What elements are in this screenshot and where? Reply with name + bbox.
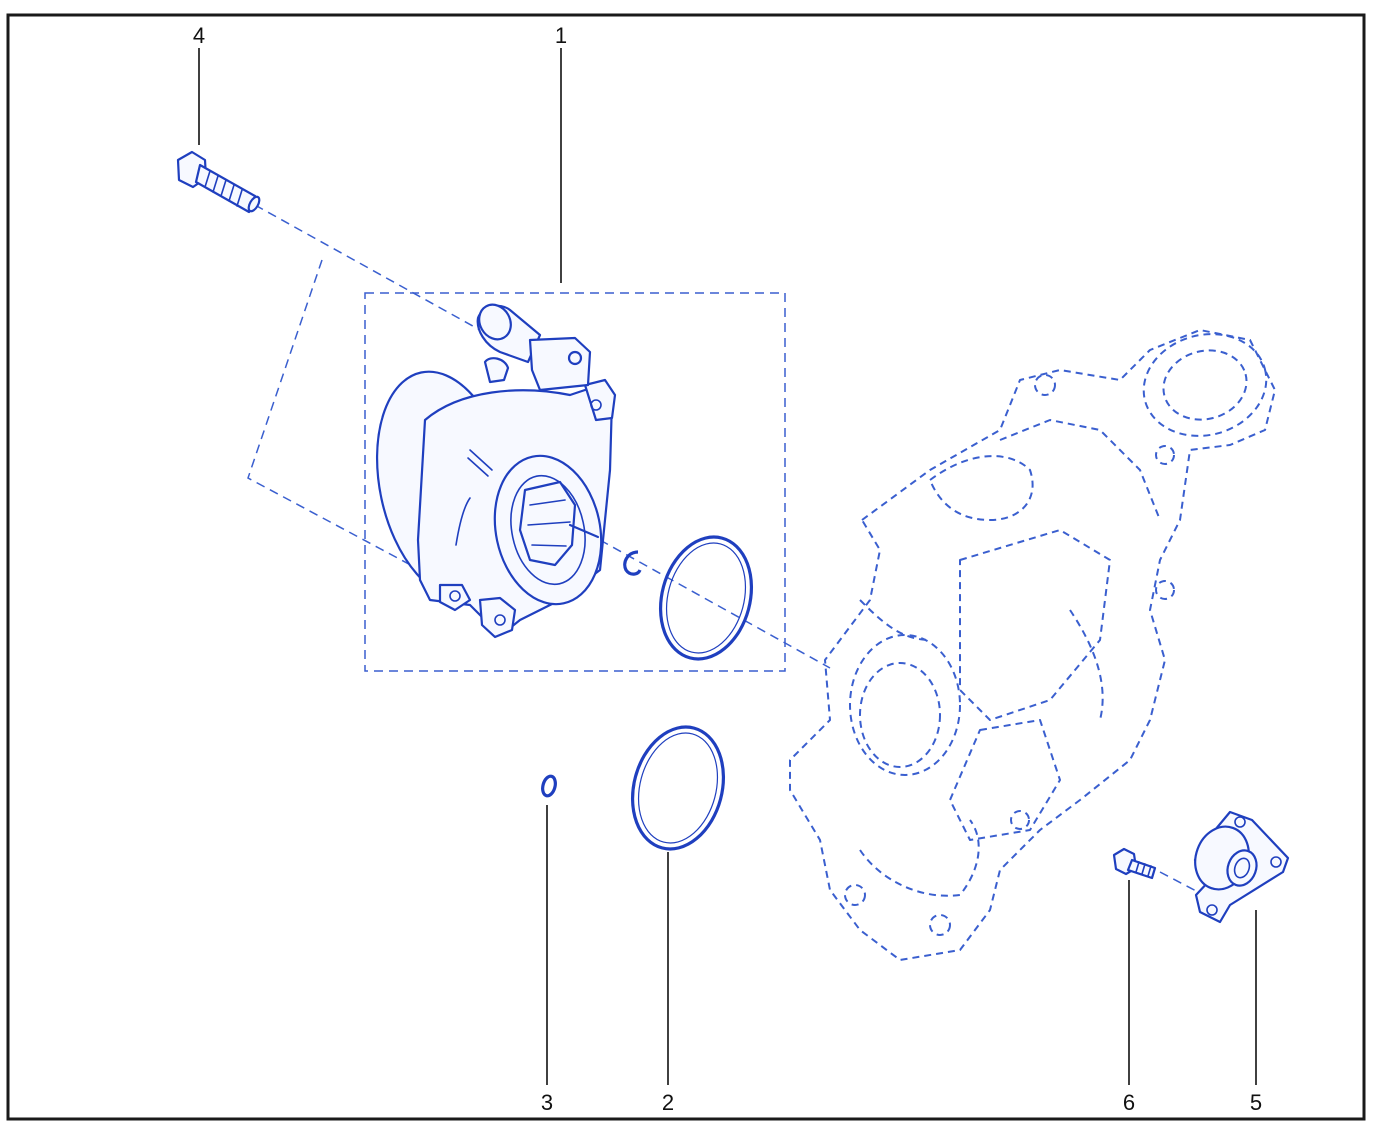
callout-leaders <box>198 48 1257 1085</box>
bolt-part-4 <box>176 150 261 214</box>
o-ring-large-fitted <box>658 535 754 661</box>
callout-label-3: 3 <box>541 1090 553 1115</box>
diagram-frame <box>6 13 1366 1121</box>
flange-plate-part-5 <box>1193 810 1290 924</box>
o-ring-part-3 <box>541 774 557 798</box>
assembly-guide-lines <box>247 204 1201 894</box>
o-ring-part-2 <box>630 725 726 851</box>
callout-label-5: 5 <box>1250 1090 1262 1115</box>
callout-label-4: 4 <box>193 23 205 48</box>
pump-assembly-part-1 <box>375 303 642 639</box>
small-bolt-part-6 <box>1112 847 1157 880</box>
callout-label-2: 2 <box>662 1090 674 1115</box>
engine-housing-ghost <box>789 329 1276 961</box>
callout-label-6: 6 <box>1123 1090 1135 1115</box>
callout-label-1: 1 <box>555 23 567 48</box>
